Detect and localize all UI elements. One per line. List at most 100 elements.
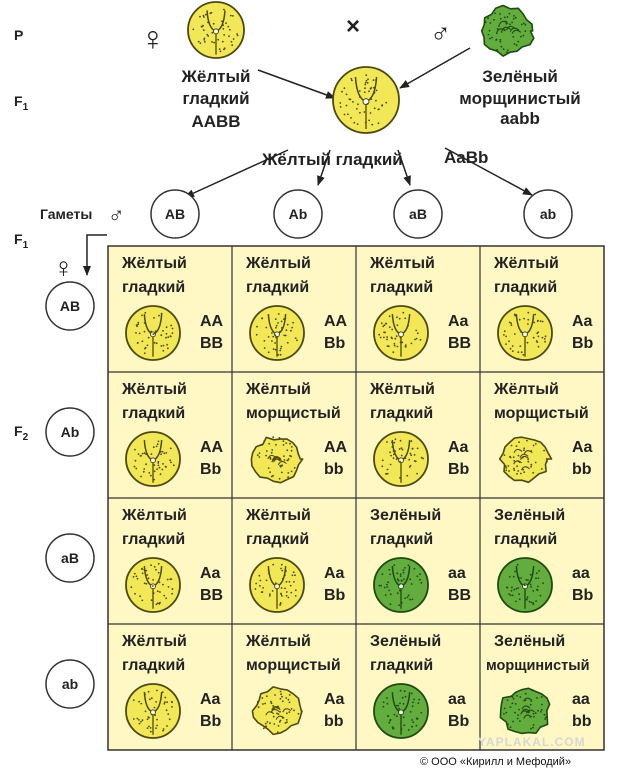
cell-genotype-a: Aa xyxy=(448,439,469,456)
cell-phenotype-line1: Жёлтый xyxy=(493,381,559,398)
seed-green-wrinkled-icon xyxy=(499,687,551,735)
cell-genotype-a: Aa xyxy=(324,691,345,708)
generation-label-f1-top: F1 xyxy=(14,93,29,113)
cell-phenotype-line1: Жёлтый xyxy=(121,381,187,398)
male-gametes-row: AB Ab aB ab xyxy=(150,189,573,239)
female-gamete-label: aB xyxy=(61,550,79,566)
arrow-parent1-to-f1 xyxy=(257,69,336,99)
cell-phenotype-line1: Жёлтый xyxy=(369,381,435,398)
cell-genotype-b: Bb xyxy=(572,335,594,352)
cell-genotype-a: aa xyxy=(448,691,466,708)
cell-genotype-b: Bb xyxy=(200,713,222,730)
parent-yellow-smooth-seed xyxy=(187,1,245,59)
parent1-phenotype-line2: гладкий xyxy=(182,89,249,108)
parent2-genotype: aabb xyxy=(500,109,540,128)
cross-symbol: × xyxy=(346,13,360,40)
cell-genotype-a: Aa xyxy=(324,565,345,582)
cell-genotype-a: AA xyxy=(200,439,224,456)
cell-phenotype-line1: Зелёный xyxy=(494,633,565,650)
seed-yellow-smooth-icon xyxy=(187,1,245,59)
copyright: © ООО «Кирилл и Мефодий» xyxy=(420,756,571,768)
gametes-label: Гаметы xyxy=(40,206,92,222)
cell-phenotype-line2: морщинистый xyxy=(486,658,590,674)
cell-phenotype-line2: гладкий xyxy=(122,657,185,674)
arrow-f1-to-gamete-ab xyxy=(444,147,533,196)
cell-genotype-b: BB xyxy=(448,587,471,604)
cell-phenotype-line2: гладкий xyxy=(122,279,185,296)
female-gamete-3: ab xyxy=(45,659,95,709)
male-gamete-3: ab xyxy=(523,189,573,239)
generation-label-p: P xyxy=(14,27,23,43)
arrow-f1-to-female-column xyxy=(83,234,107,276)
male-gamete-1: Ab xyxy=(273,189,323,239)
cell-phenotype-line1: Жёлтый xyxy=(245,507,311,524)
seed-yellow-smooth-icon xyxy=(373,305,429,361)
parental-section: P F1 ♀ × ♂ Жёлтый гладкий AABB Зелёный м… xyxy=(14,1,581,443)
cell-phenotype-line2: морщистый xyxy=(494,405,589,422)
cell-phenotype-line1: Жёлтый xyxy=(245,381,311,398)
cell-genotype-a: Aa xyxy=(572,439,593,456)
f1-phenotype: Жёлтый гладкий xyxy=(261,150,403,169)
cell-genotype-a: AA xyxy=(324,313,348,330)
female-gamete-label: ab xyxy=(62,676,78,692)
cell-phenotype-line1: Жёлтый xyxy=(121,255,187,272)
seed-yellow-smooth-icon xyxy=(125,557,181,613)
cell-phenotype-line2: морщистый xyxy=(246,657,341,674)
cell-genotype-a: Aa xyxy=(448,313,469,330)
male-gamete-2: aB xyxy=(393,189,443,239)
cell-genotype-b: bb xyxy=(324,713,344,730)
cell-phenotype-line1: Жёлтый xyxy=(245,255,311,272)
seed-yellow-smooth-icon xyxy=(249,557,305,613)
f1-yellow-smooth-seed xyxy=(332,66,400,134)
cell-phenotype-line2: морщистый xyxy=(246,405,341,422)
female-gametes-column: AB Ab aB ab xyxy=(45,281,95,709)
seed-yellow-wrinkled-icon xyxy=(250,436,304,484)
cell-phenotype-line2: гладкий xyxy=(494,279,557,296)
female-gamete-1: Ab xyxy=(45,407,95,457)
cell-phenotype-line2: гладкий xyxy=(370,657,433,674)
cell-genotype-b: bb xyxy=(572,461,592,478)
cell-phenotype-line1: Зелёный xyxy=(370,633,441,650)
female-gamete-0: AB xyxy=(45,281,95,331)
cell-genotype-b: BB xyxy=(448,335,471,352)
cell-phenotype-line2: гладкий xyxy=(122,531,185,548)
cell-genotype-b: bb xyxy=(572,713,592,730)
cell-phenotype-line2: гладкий xyxy=(246,531,309,548)
cell-phenotype-line2: гладкий xyxy=(370,405,433,422)
male-gamete-label: ab xyxy=(540,206,556,222)
parent-green-wrinkled-seed xyxy=(480,4,535,57)
seed-yellow-smooth-icon xyxy=(125,305,181,361)
cell-genotype-b: bb xyxy=(324,461,344,478)
female-symbol-gametes: ♀ xyxy=(53,252,74,283)
cell-genotype-b: Bb xyxy=(448,461,470,478)
seed-yellow-smooth-icon xyxy=(332,66,400,134)
cell-genotype-a: AA xyxy=(200,313,224,330)
seed-yellow-wrinkled-icon xyxy=(251,686,303,736)
seed-yellow-wrinkled-icon xyxy=(498,436,553,484)
cell-phenotype-line1: Жёлтый xyxy=(493,255,559,272)
male-gamete-0: AB xyxy=(150,189,200,239)
cell-genotype-a: Aa xyxy=(200,691,221,708)
male-gamete-label: AB xyxy=(165,206,185,222)
cell-phenotype-line2: гладкий xyxy=(370,531,433,548)
arrows-layer xyxy=(83,47,533,276)
cell-genotype-b: Bb xyxy=(324,335,346,352)
cell-genotype-b: Bb xyxy=(200,461,222,478)
cell-phenotype-line1: Жёлтый xyxy=(121,633,187,650)
cell-phenotype-line1: Жёлтый xyxy=(369,255,435,272)
watermark: YAPLAKAL.COM xyxy=(478,735,586,749)
arrow-f1-to-gamete-AB xyxy=(184,149,289,198)
